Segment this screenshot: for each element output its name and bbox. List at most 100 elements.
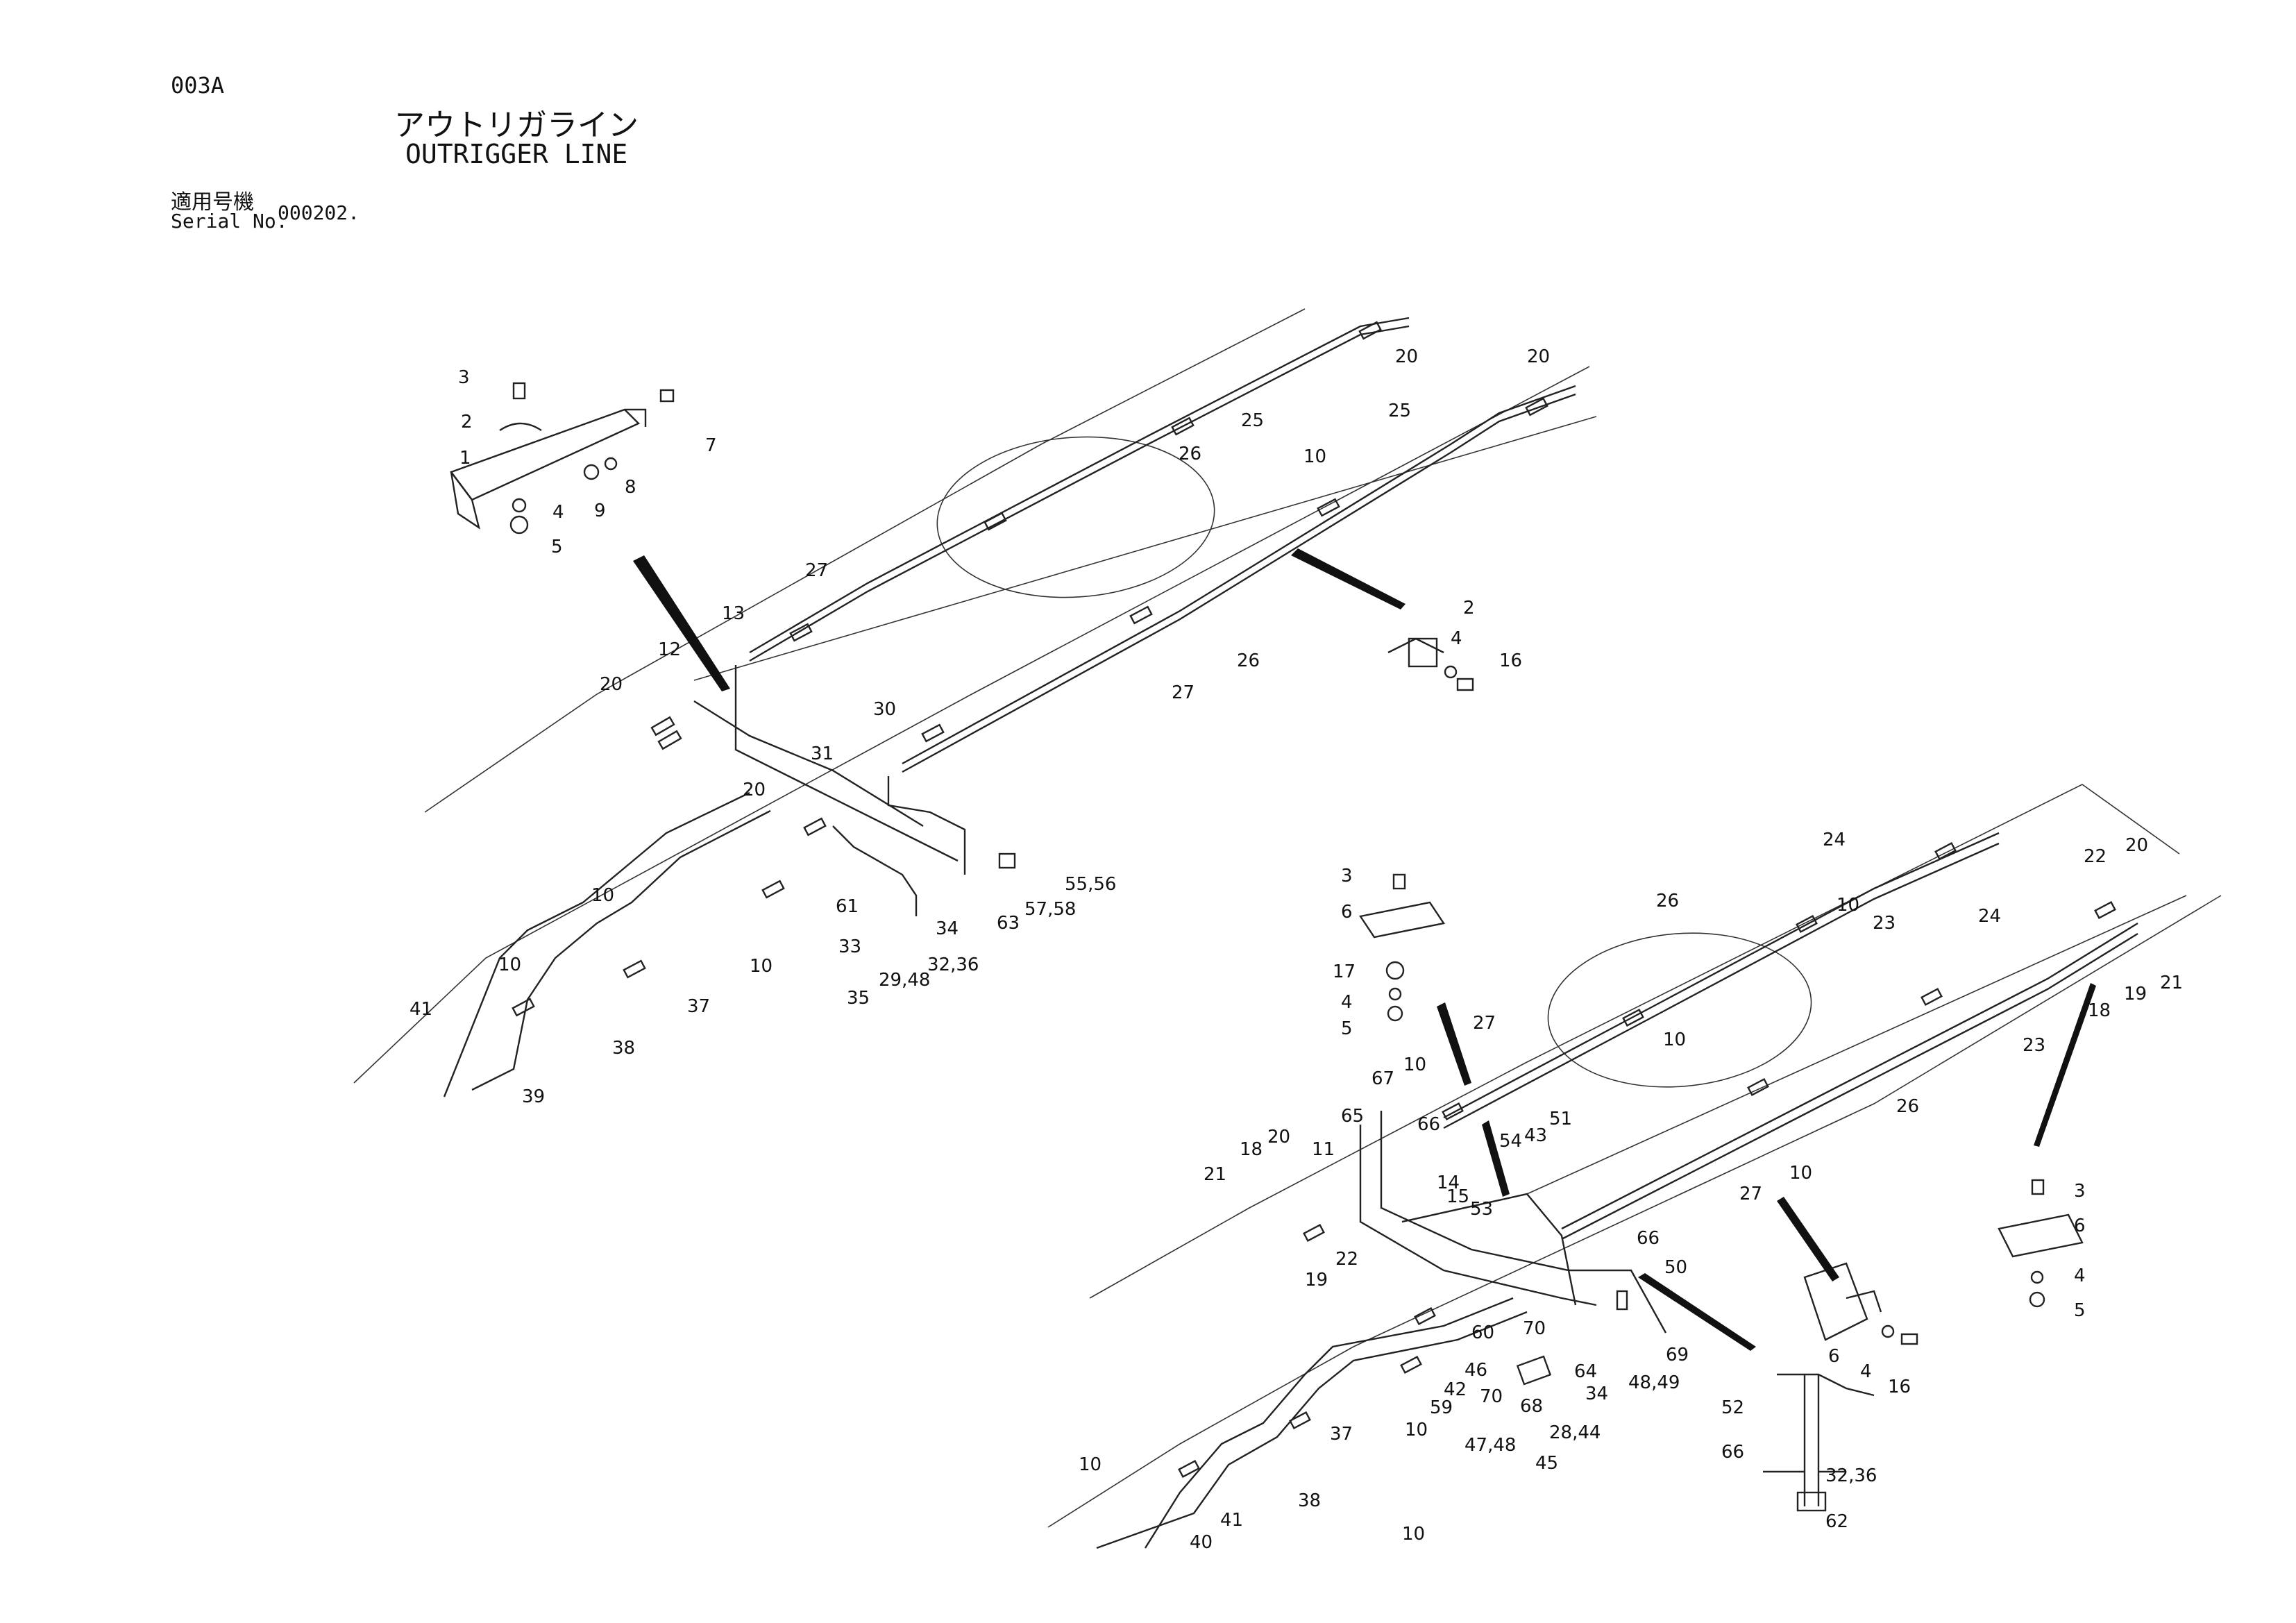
part-label: 52: [1721, 1397, 1744, 1418]
part-label: 60: [1471, 1322, 1494, 1343]
part-label: 9: [594, 501, 606, 521]
top-bracket-assembly: [450, 382, 675, 535]
lower-hydraulic-lines: [1096, 832, 2138, 1549]
part-label: 10: [1663, 1029, 1686, 1050]
part-label: 40: [1190, 1532, 1213, 1553]
part-label: 66: [1721, 1442, 1744, 1463]
part-label: 10: [1079, 1454, 1101, 1475]
part-label: 10: [1405, 1420, 1428, 1440]
part-label: 27: [805, 560, 828, 581]
part-label: 8: [625, 477, 636, 498]
title-english: OUTRIGGER LINE: [405, 139, 628, 169]
part-label: 16: [1888, 1377, 1911, 1397]
part-label: 35: [847, 988, 870, 1009]
tee-fitting: [1763, 1373, 1875, 1512]
lower-clamp: [1803, 1262, 1918, 1345]
part-label: 14: [1437, 1172, 1460, 1193]
part-label: 10: [1837, 895, 1859, 916]
part-label: 26: [1179, 444, 1201, 464]
part-label: 23: [1873, 913, 1896, 934]
leader-arrows: [633, 548, 2096, 1351]
part-label: 63: [997, 913, 1020, 934]
part-label: 47,48: [1464, 1435, 1516, 1456]
part-label: 37: [687, 996, 710, 1017]
part-labels: 3 2 1 4 5 7 8 9 20 25 26 25 20 10 27 26 …: [410, 346, 2183, 1553]
part-label: 70: [1480, 1386, 1503, 1407]
part-label: 34: [936, 918, 959, 939]
lower-frame: [1047, 784, 2222, 1528]
part-label: 50: [1664, 1257, 1687, 1278]
part-label: 27: [1172, 682, 1195, 703]
part-label: 22: [1335, 1249, 1358, 1270]
part-label: 5: [551, 537, 563, 557]
part-label: 10: [750, 956, 773, 977]
part-label: 45: [1535, 1453, 1558, 1474]
right-bracket-assembly: [1998, 1179, 2084, 1308]
part-label: 16: [1499, 650, 1522, 671]
part-label: 31: [811, 743, 834, 764]
part-label: 3: [458, 367, 470, 388]
part-label: 25: [1241, 410, 1264, 431]
part-label: 69: [1666, 1345, 1689, 1365]
part-label: 37: [1330, 1424, 1353, 1445]
serial-number-value: 000202.: [278, 201, 360, 224]
part-label: 64: [1574, 1361, 1597, 1382]
part-label: 68: [1520, 1396, 1543, 1417]
part-label: 2: [461, 412, 473, 432]
part-label: 26: [1896, 1096, 1919, 1117]
part-label: 20: [743, 780, 766, 800]
part-label: 6: [1341, 902, 1353, 923]
part-label: 10: [591, 885, 614, 906]
part-label: 18: [2088, 1000, 2111, 1021]
title-japanese: アウトリガライン: [394, 108, 639, 143]
part-label: 23: [2023, 1035, 2045, 1056]
part-label: 62: [1825, 1511, 1848, 1532]
part-label: 21: [2160, 973, 2183, 993]
part-label: 10: [1303, 446, 1326, 467]
part-label: 38: [1298, 1490, 1321, 1511]
part-label: 4: [552, 502, 564, 523]
part-label: 20: [2125, 835, 2148, 856]
part-label: 20: [1267, 1127, 1290, 1147]
part-label: 41: [410, 999, 432, 1020]
part-label: 10: [1789, 1163, 1812, 1184]
part-label: 4: [1451, 628, 1462, 649]
part-label: 10: [1402, 1524, 1425, 1545]
part-label: 39: [522, 1086, 545, 1107]
part-label: 70: [1523, 1318, 1546, 1339]
part-label: 34: [1585, 1384, 1608, 1404]
part-label: 4: [1860, 1361, 1872, 1382]
part-label: 66: [1417, 1114, 1440, 1135]
serial-label-japanese: 適用号機: [171, 190, 254, 215]
part-label: 57,58: [1024, 899, 1076, 920]
part-label: 26: [1656, 891, 1679, 911]
part-label: 59: [1430, 1397, 1453, 1418]
part-label: 4: [2074, 1265, 2086, 1286]
part-label: 6: [2074, 1216, 2086, 1236]
part-label: 3: [2074, 1181, 2086, 1202]
part-label: 17: [1333, 961, 1356, 982]
part-label: 30: [873, 699, 896, 720]
part-label: 7: [705, 435, 717, 456]
part-label: 48,49: [1628, 1372, 1680, 1393]
part-label: 15: [1446, 1186, 1469, 1207]
middle-bracket-assembly: [1359, 873, 1445, 1022]
part-label: 51: [1549, 1109, 1572, 1129]
part-label: 65: [1341, 1106, 1364, 1127]
part-label: 19: [1305, 1270, 1328, 1290]
part-label: 12: [658, 639, 681, 660]
part-label: 19: [2124, 984, 2147, 1004]
part-label: 5: [2074, 1300, 2086, 1321]
part-label: 61: [836, 896, 859, 917]
part-label: 54: [1499, 1131, 1522, 1152]
upper-fittings: [512, 321, 1548, 1017]
part-label: 4: [1341, 992, 1353, 1013]
part-label: 13: [722, 603, 745, 624]
part-label: 41: [1220, 1510, 1243, 1531]
part-label: 32,36: [927, 955, 979, 975]
part-label: 29,48: [879, 970, 930, 991]
part-label: 24: [1978, 906, 2001, 927]
part-label: 21: [1204, 1164, 1226, 1185]
part-label: 20: [1527, 346, 1550, 367]
